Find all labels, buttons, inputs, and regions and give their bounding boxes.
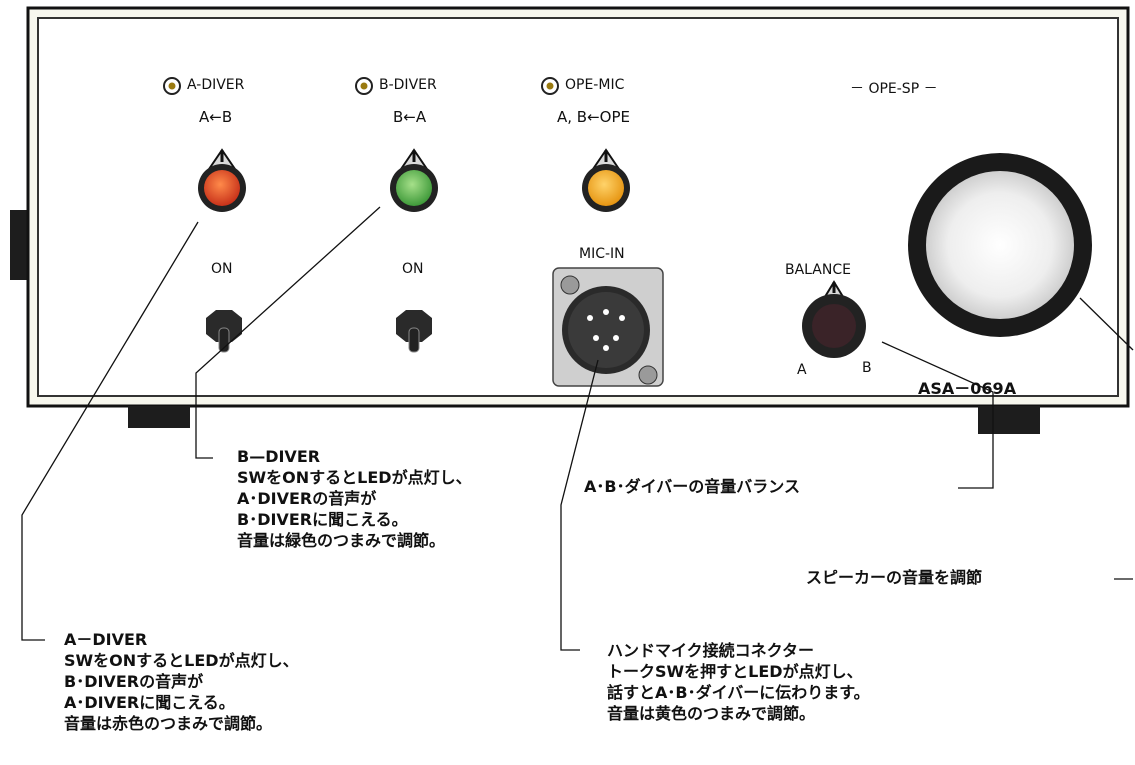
annotation-mic-title: ハンドマイク接続コネクター [607, 641, 815, 660]
annotation-b-diver: B—DIVER SWをONするとLEDが点灯し、 A･DIVERの音声が B･D… [237, 446, 472, 551]
annotation-b-diver-title: B—DIVER [237, 447, 321, 466]
leader-lines [21, 206, 1134, 651]
led-a-icon [163, 77, 181, 95]
direction-a: A←B [199, 108, 233, 126]
annotation-mic: ハンドマイク接続コネクター トークSWを押すとLEDが点灯し、 話すとA･B･ダ… [607, 640, 870, 724]
led-ope-icon [541, 77, 559, 95]
leader-a-diver [21, 221, 199, 641]
annotation-b-diver-line: 音量は緑色のつまみで調節。 [237, 531, 446, 550]
foot-left [128, 406, 190, 428]
balance-left-label: A [797, 362, 807, 378]
speaker-icon [908, 153, 1092, 337]
knob-green-icon [390, 148, 438, 212]
annotation-a-diver-title: A－DIVER [64, 630, 148, 649]
annotation-a-diver-line: A･DIVERに聞こえる。 [64, 693, 235, 712]
annotation-b-diver-line: B･DIVERに聞こえる。 [237, 510, 408, 529]
annotation-a-diver-line: SWをONするとLEDが点灯し、 [64, 651, 299, 670]
balance-knob-icon [802, 280, 866, 358]
leader-speaker [1079, 297, 1134, 351]
balance-right-label: B [862, 360, 872, 376]
switch-label-b: ON [402, 261, 424, 277]
xlr-connector-icon [552, 267, 664, 387]
balance-label: BALANCE [785, 262, 851, 278]
annotation-mic-line: 音量は黄色のつまみで調節。 [607, 704, 816, 723]
led-b-icon [355, 77, 373, 95]
annotation-speaker: スピーカーの音量を調節 [806, 568, 983, 587]
speaker-label: － OPE-SP － [850, 81, 938, 97]
knob-yellow-icon [582, 148, 630, 212]
toggle-switch-b-icon [396, 310, 432, 353]
annotation-mic-line: 話すとA･B･ダイバーに伝わります。 [607, 683, 870, 702]
mic-in-label: MIC-IN [579, 246, 625, 262]
knob-red-icon [198, 148, 246, 212]
annotation-a-diver: A－DIVER SWをONするとLEDが点灯し、 B･DIVERの音声が A･D… [64, 629, 299, 734]
foot-right [978, 406, 1040, 434]
leader-b-diver [195, 206, 381, 459]
leader-mic [560, 359, 599, 651]
leader-balance [881, 341, 994, 489]
annotation-b-diver-line: A･DIVERの音声が [237, 489, 377, 508]
switch-label-a: ON [211, 261, 233, 277]
led-label-b: B-DIVER [379, 77, 437, 93]
led-label-ope: OPE-MIC [565, 77, 625, 93]
annotation-a-diver-line: 音量は赤色のつまみで調節。 [64, 714, 273, 733]
led-label-a: A-DIVER [187, 77, 245, 93]
annotation-mic-line: トークSWを押すとLEDが点灯し、 [607, 662, 863, 681]
annotation-a-diver-line: B･DIVERの音声が [64, 672, 204, 691]
direction-b: B←A [393, 108, 427, 126]
annotation-b-diver-line: SWをONするとLEDが点灯し、 [237, 468, 472, 487]
annotation-balance: A･B･ダイバーの音量バランス [584, 477, 800, 496]
direction-ope: A, B←OPE [557, 108, 630, 126]
model-number: ASA－069A [918, 379, 1017, 398]
